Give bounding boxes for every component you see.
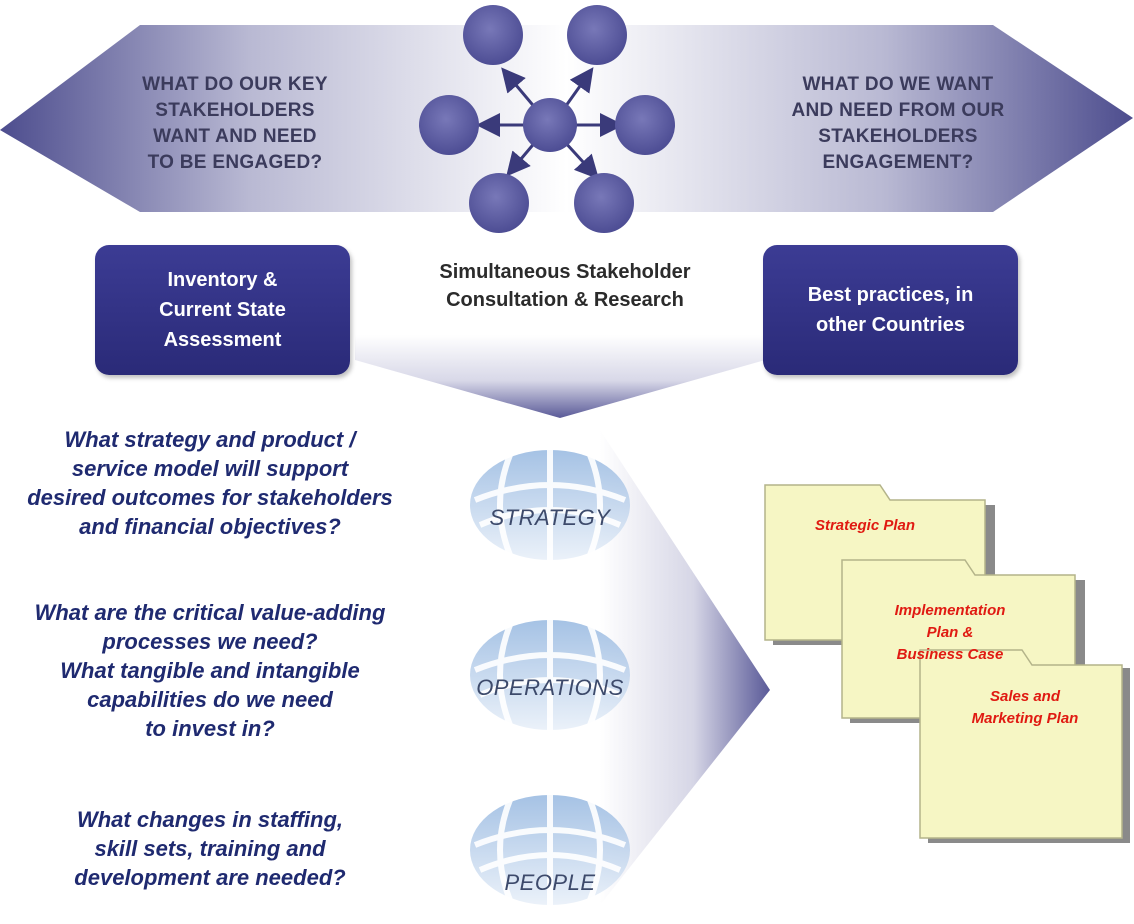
banner-right-line: WHAT DO WE WANT [802,74,994,95]
strategic-plan-label: Strategic Plan [790,515,940,537]
question-line: service model will support [71,456,349,481]
banner-right-line: AND NEED FROM OUR [791,100,1005,121]
banner-left-line: TO BE ENGAGED? [147,152,323,173]
banner-left-line: WHAT DO OUR KEY [142,74,328,95]
question-line: capabilities do we need [87,687,333,712]
people-label: PEOPLE [504,870,596,895]
question-line: What are the critical value-adding [34,600,386,625]
best-practices-box: Best practices, in other Countries [763,245,1018,375]
banner-left-text: WHAT DO OUR KEY STAKEHOLDERS WANT AND NE… [85,72,385,176]
question-line: development are needed? [74,865,346,890]
question-line: processes we need? [102,629,318,654]
folder-label-line: Sales and [989,688,1061,705]
question-line: to invest in? [145,716,275,741]
strategy-label: STRATEGY [489,505,611,530]
question-line: What strategy and product / [64,427,356,452]
center-caption-line: Simultaneous Stakeholder [439,261,691,283]
funnel-shape [355,335,765,418]
banner-right-line: STAKEHOLDERS [818,126,978,147]
banner-left-line: WANT AND NEED [153,126,317,147]
folder-label-line: Implementation [894,602,1006,619]
question-line: desired outcomes for stakeholders [27,485,393,510]
folder-label-line: Strategic Plan [814,517,916,534]
banner-left-line: STAKEHOLDERS [155,100,315,121]
globe-icon [470,795,630,905]
operations-label: OPERATIONS [476,675,624,700]
people-question: What changes in staffing, skill sets, tr… [0,805,420,892]
center-caption-line: Consultation & Research [446,289,684,311]
sales-marketing-plan-label: Sales and Marketing Plan [935,686,1115,730]
globe-icon [470,620,630,730]
folder-icon [919,649,1130,843]
globe-icon [470,450,630,560]
banner-right-line: ENGAGEMENT? [822,152,974,173]
folder-label-line: Marketing Plan [971,710,1079,727]
best-practices-box-label: Best practices, in other Countries [807,284,974,336]
operations-question: What are the critical value-adding proce… [0,598,420,743]
question-line: What tangible and intangible [60,658,360,683]
big-arrow-shape [600,430,770,905]
implementation-plan-label: Implementation Plan & Business Case [860,600,1040,666]
strategy-question: What strategy and product / service mode… [0,425,420,541]
question-line: What changes in staffing, [76,807,344,832]
stakeholder-network-icon [419,5,675,233]
inventory-box-label: Inventory & Current State Assessment [159,269,286,351]
center-caption: Simultaneous Stakeholder Consultation & … [365,258,765,314]
question-line: skill sets, training and [94,836,326,861]
banner-right-text: WHAT DO WE WANT AND NEED FROM OUR STAKEH… [748,72,1048,176]
folder-label-line: Plan & [926,624,974,641]
inventory-box: Inventory & Current State Assessment [95,245,350,375]
question-line: and financial objectives? [79,514,341,539]
folder-label-line: Business Case [896,646,1004,663]
